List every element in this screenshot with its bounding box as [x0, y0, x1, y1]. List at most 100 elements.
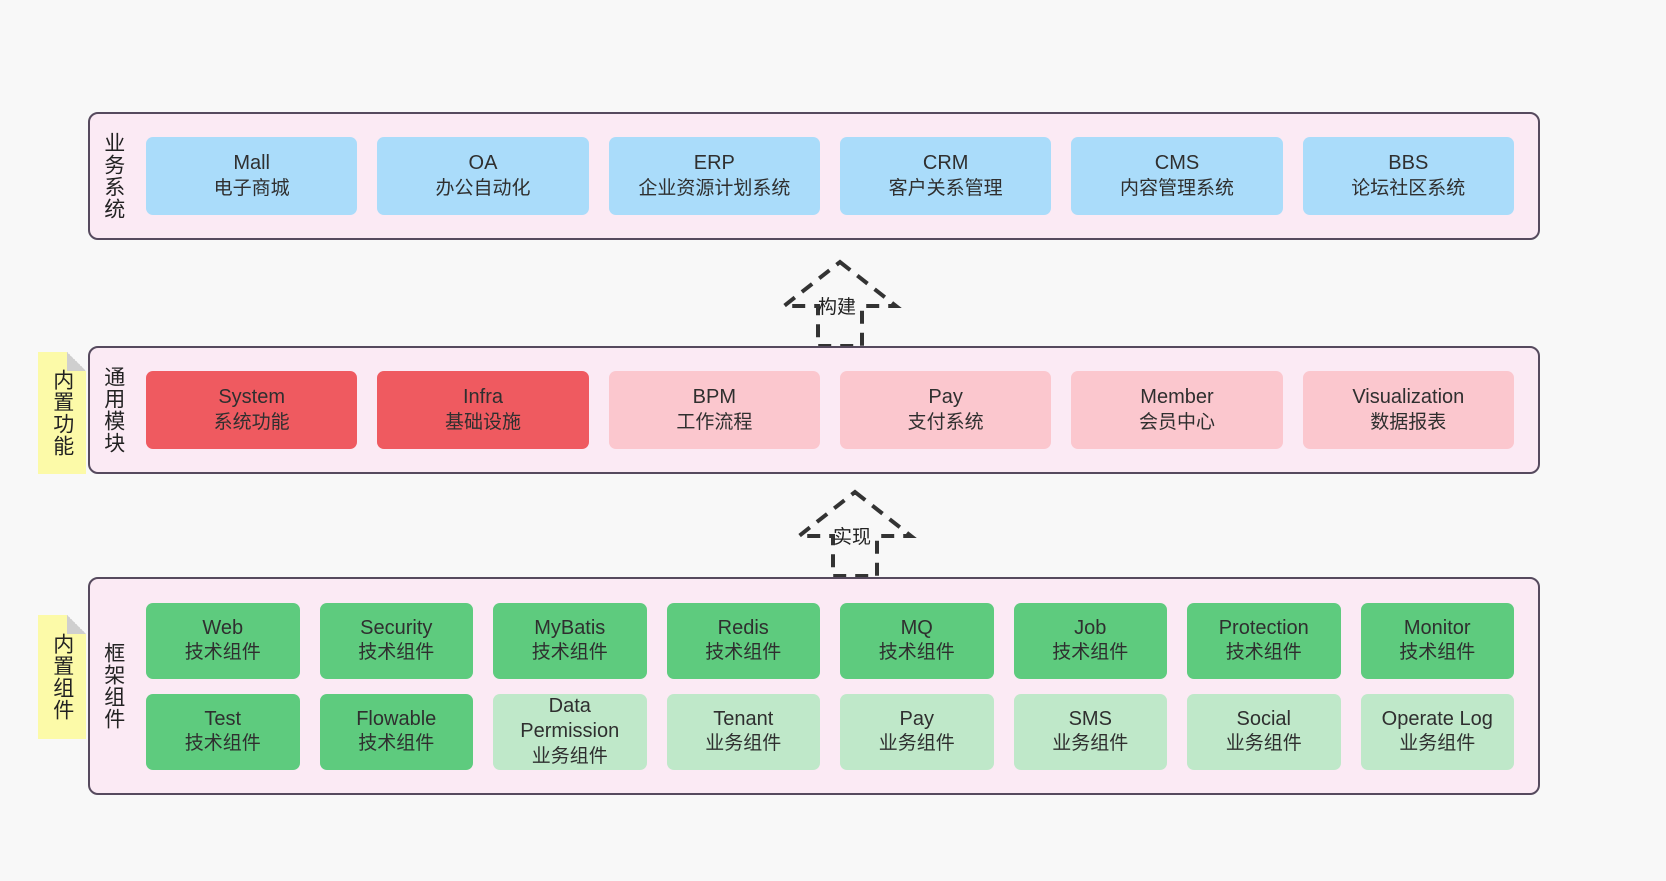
card-subtitle: 业务组件	[878, 733, 955, 755]
card-title: SMS	[1068, 707, 1112, 730]
card-subtitle: 技术组件	[358, 642, 435, 664]
connector-implement: 实现	[770, 488, 940, 578]
card-title: Monitor	[1403, 616, 1471, 639]
card-pay-module[interactable]: Pay 支付系统	[839, 371, 1052, 449]
card-mall[interactable]: Mall 电子商城	[146, 137, 358, 215]
card-title: Tenant	[713, 707, 774, 730]
card-subtitle: 技术组件	[184, 733, 261, 755]
card-title: Operate Log	[1381, 707, 1493, 730]
card-crm[interactable]: CRM 客户关系管理	[839, 137, 1052, 215]
card-title: Infra	[462, 386, 503, 409]
card-title: Security	[360, 616, 433, 639]
framework-card-row-2: Test 技术组件 Flowable 技术组件 Data Permission …	[136, 693, 1524, 770]
card-title: Redis	[717, 616, 769, 639]
card-title: CMS	[1154, 152, 1200, 175]
card-title: System	[218, 386, 285, 409]
card-erp[interactable]: ERP 企业资源计划系统	[608, 137, 820, 215]
card-subtitle: 企业资源计划系统	[638, 177, 791, 199]
card-pay-component[interactable]: Pay 业务组件	[840, 693, 994, 770]
layer-label-business: 业务系统	[101, 132, 125, 220]
card-subtitle: 基础设施	[444, 411, 521, 433]
card-mybatis[interactable]: MyBatis 技术组件	[493, 602, 647, 679]
card-subtitle: 电子商城	[213, 177, 290, 199]
card-subtitle: 办公自动化	[435, 177, 531, 199]
card-subtitle: 技术组件	[705, 642, 782, 664]
card-job[interactable]: Job 技术组件	[1013, 602, 1167, 679]
card-oa[interactable]: OA 办公自动化	[377, 137, 589, 215]
card-web[interactable]: Web 技术组件	[146, 602, 300, 679]
card-title: Flowable	[356, 707, 437, 730]
card-title: Data Permission	[520, 694, 620, 743]
card-subtitle: 技术组件	[184, 642, 261, 664]
card-subtitle: 系统功能	[213, 411, 290, 433]
card-subtitle: 技术组件	[358, 733, 435, 755]
card-system[interactable]: System 系统功能	[146, 371, 358, 449]
card-subtitle: 论坛社区系统	[1351, 177, 1466, 199]
note-builtin-components: 内置组件	[38, 615, 86, 739]
card-subtitle: 技术组件	[1052, 642, 1129, 664]
card-title: Pay	[899, 707, 934, 730]
card-title: ERP	[693, 152, 735, 175]
card-member[interactable]: Member 会员中心	[1071, 371, 1283, 449]
layer-body-modules: System 系统功能 Infra 基础设施 BPM 工作流程 Pay 支付系统…	[136, 348, 1538, 472]
card-subtitle: 数据报表	[1370, 411, 1447, 433]
card-sms[interactable]: SMS 业务组件	[1013, 693, 1167, 770]
card-subtitle: 支付系统	[907, 411, 984, 433]
connector-build-label: 构建	[818, 297, 857, 318]
layer-label-modules: 通用模块	[101, 366, 125, 454]
card-operate-log[interactable]: Operate Log 业务组件	[1360, 693, 1514, 770]
card-cms[interactable]: CMS 内容管理系统	[1071, 137, 1283, 215]
card-test[interactable]: Test 技术组件	[146, 693, 300, 770]
card-visualization[interactable]: Visualization 数据报表	[1302, 371, 1514, 449]
card-monitor[interactable]: Monitor 技术组件	[1360, 602, 1514, 679]
implement-arrow-shape	[793, 489, 917, 578]
card-tenant[interactable]: Tenant 业务组件	[666, 693, 820, 770]
card-data-permission[interactable]: Data Permission 业务组件	[493, 693, 647, 770]
business-card-row: Mall 电子商城 OA 办公自动化 ERP 企业资源计划系统 CRM 客户关系…	[136, 137, 1524, 215]
card-flowable[interactable]: Flowable 技术组件	[319, 693, 473, 770]
card-title: BBS	[1388, 152, 1429, 175]
card-title: Test	[204, 707, 242, 730]
framework-card-row-1: Web 技术组件 Security 技术组件 MyBatis 技术组件 Redi…	[136, 602, 1524, 679]
layer-label-framework: 框架组件	[101, 642, 125, 730]
card-subtitle: 技术组件	[531, 642, 608, 664]
card-subtitle: 客户关系管理	[888, 177, 1003, 199]
card-title: Web	[202, 616, 244, 639]
card-subtitle: 技术组件	[1399, 642, 1476, 664]
card-title: Visualization	[1352, 386, 1465, 409]
card-subtitle: 业务组件	[1399, 733, 1476, 755]
card-title: Member	[1140, 386, 1214, 409]
layer-body-business: Mall 电子商城 OA 办公自动化 ERP 企业资源计划系统 CRM 客户关系…	[136, 114, 1538, 238]
connector-build: 构建	[755, 258, 925, 348]
card-title: Protection	[1218, 616, 1309, 639]
card-title: OA	[468, 152, 498, 175]
connector-implement-label: 实现	[833, 527, 872, 548]
card-title: Pay	[928, 386, 963, 409]
card-mq[interactable]: MQ 技术组件	[840, 602, 994, 679]
layer-framework-components: 框架组件 Web 技术组件 Security 技术组件 MyBatis 技术组件…	[88, 577, 1540, 795]
card-subtitle: 业务组件	[1225, 733, 1302, 755]
layer-business-systems: 业务系统 Mall 电子商城 OA 办公自动化 ERP 企业资源计划系统 CRM	[88, 112, 1540, 240]
card-bpm[interactable]: BPM 工作流程	[608, 371, 820, 449]
card-subtitle: 业务组件	[531, 745, 608, 767]
card-bbs[interactable]: BBS 论坛社区系统	[1302, 137, 1514, 215]
card-protection[interactable]: Protection 技术组件	[1187, 602, 1341, 679]
card-title: CRM	[922, 152, 969, 175]
card-subtitle: 业务组件	[1052, 733, 1129, 755]
card-infra[interactable]: Infra 基础设施	[377, 371, 589, 449]
card-title: Job	[1074, 616, 1107, 639]
card-redis[interactable]: Redis 技术组件	[666, 602, 820, 679]
card-title: Social	[1236, 707, 1291, 730]
card-social[interactable]: Social 业务组件	[1187, 693, 1341, 770]
layer-common-modules: 通用模块 System 系统功能 Infra 基础设施 BPM 工作流程 Pay	[88, 346, 1540, 474]
card-title: MQ	[900, 616, 933, 639]
card-subtitle: 内容管理系统	[1119, 177, 1234, 199]
card-security[interactable]: Security 技术组件	[319, 602, 473, 679]
card-subtitle: 技术组件	[1225, 642, 1302, 664]
note-builtin-functions: 内置功能	[38, 352, 86, 474]
build-arrow-shape	[778, 259, 902, 348]
card-title: BPM	[692, 386, 736, 409]
card-subtitle: 工作流程	[676, 411, 753, 433]
card-subtitle: 会员中心	[1138, 411, 1215, 433]
